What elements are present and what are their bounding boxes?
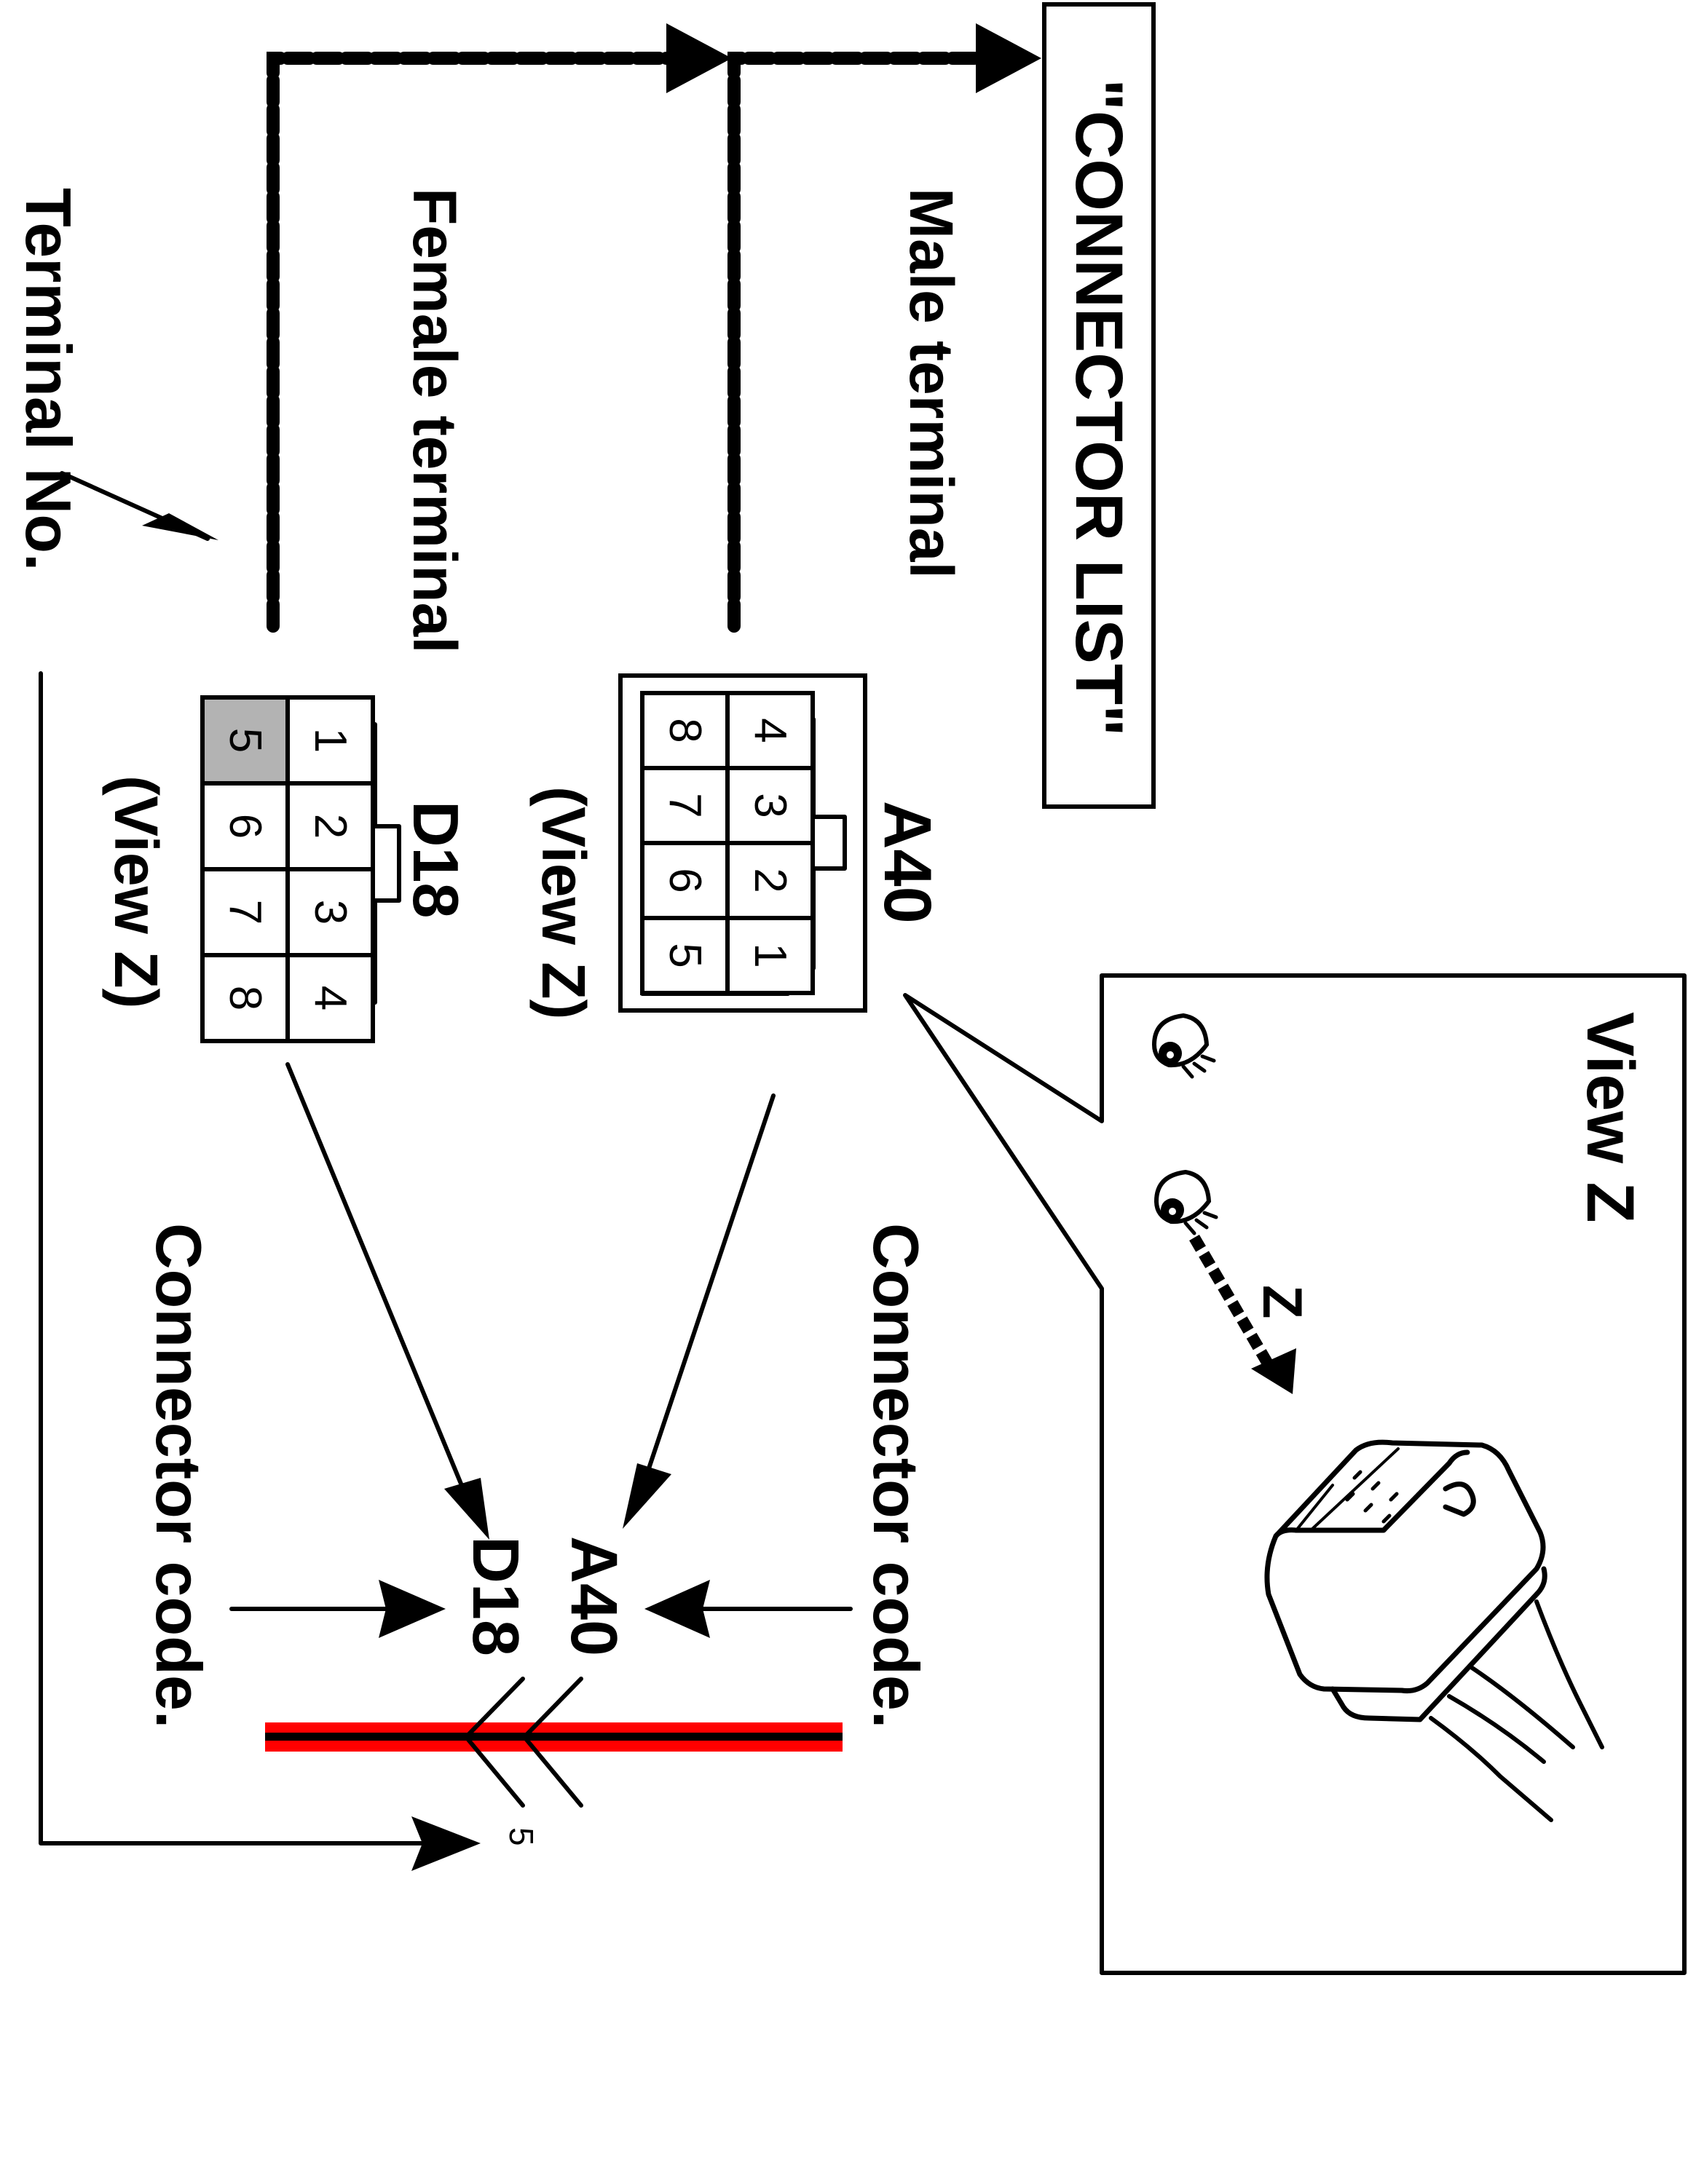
a40-junction-chevron [522, 1677, 583, 1808]
d18-terminal-number: 3 [305, 900, 355, 925]
terminal-no-route-line [39, 671, 439, 1845]
terminal-no-route-arrowhead [411, 1816, 481, 1871]
male-leader-line [727, 52, 1015, 633]
connector-list-frame [1042, 2, 1156, 809]
a40-to-code-arrowhead [623, 1463, 671, 1529]
wire-terminal-no: 5 [502, 1827, 540, 1846]
wire-stripe [265, 1733, 843, 1741]
connector-code-label-right: Connector code. [860, 1223, 932, 1728]
male-terminal-label: Male terminal [897, 188, 966, 579]
a40-terminal-number: 2 [745, 868, 795, 893]
d18-to-code-arrow [285, 1062, 468, 1498]
d18-cavity-6[interactable] [200, 781, 290, 871]
a40-cavity-3[interactable] [725, 766, 815, 845]
leader-lines [267, 23, 1041, 633]
a40-cavity-1[interactable] [725, 916, 815, 995]
a40-terminal-number: 1 [745, 943, 795, 968]
code-pointer-right-arrowhead [644, 1580, 710, 1638]
male-leader-arrowhead [976, 23, 1041, 93]
terminal-no-label: Terminal No. [12, 188, 84, 571]
a40-to-code-arrow [646, 1093, 776, 1473]
terminal-no-arrowhead [142, 513, 218, 540]
male-connector-code: A40 [870, 801, 944, 924]
female-connector-d18[interactable]: 1 2 3 4 5 6 7 8 (View Z) [102, 695, 401, 1043]
female-leader-arrowhead [666, 23, 732, 93]
d18-cavity-5[interactable] [200, 695, 290, 786]
view-direction-arrow [1189, 1234, 1276, 1372]
a40-cavity-5[interactable] [640, 916, 730, 995]
connector-illustration [1264, 1439, 1604, 1822]
male-connector-a40[interactable]: 4 3 2 1 8 7 6 5 (View Z) A40 [529, 673, 944, 1020]
d18-terminal-number: 5 [220, 728, 270, 753]
connector-code-label-left: Connector code. [143, 1223, 215, 1728]
connector-list-label: "CONNECTOR LIST" [1062, 79, 1136, 736]
d18-cavity-8[interactable] [200, 953, 290, 1043]
d18-terminal-number: 4 [305, 986, 355, 1010]
d18-cavity-2[interactable] [285, 781, 375, 871]
wire-code-d18: D18 [459, 1536, 532, 1656]
d18-terminal-number: 1 [305, 728, 355, 753]
a40-cavity-6[interactable] [640, 841, 730, 920]
a40-view-label: (View Z) [529, 786, 598, 1020]
a40-cavity-7[interactable] [640, 766, 730, 845]
code-pointer-left-arrowhead [379, 1580, 446, 1638]
view-z-arrow-label: Z [1251, 1285, 1313, 1318]
a40-terminal-number: 3 [745, 793, 795, 818]
view-direction-arrowhead [1251, 1348, 1296, 1394]
d18-view-label: (View Z) [102, 775, 170, 1009]
a40-terminal-number: 7 [660, 793, 710, 818]
wire-code-a40: A40 [557, 1536, 630, 1656]
a40-terminal-number: 6 [660, 868, 710, 893]
connector-list-box[interactable]: "CONNECTOR LIST" [1042, 2, 1156, 809]
d18-terminal-number: 7 [220, 900, 270, 925]
female-terminal-label: Female terminal [401, 188, 469, 654]
eye-icon [1153, 1169, 1218, 1235]
view-z-callout-frame [903, 973, 1687, 1975]
a40-terminal-number: 8 [660, 718, 710, 743]
view-z-title: View Z [1573, 1012, 1647, 1223]
d18-to-code-arrowhead [444, 1478, 489, 1540]
view-z-panel: View Z Z [903, 973, 1687, 1975]
d18-cavity-7[interactable] [200, 867, 290, 957]
female-connector-code: D18 [400, 801, 472, 918]
wire[interactable] [265, 1722, 843, 1752]
a40-terminal-number: 4 [745, 718, 795, 743]
d18-terminal-number: 8 [220, 986, 270, 1010]
female-leader-line [267, 52, 706, 633]
eye-icon [1151, 1013, 1216, 1079]
d18-junction-chevron [464, 1677, 525, 1808]
a40-cavity-8[interactable] [640, 691, 730, 770]
d18-terminal-number: 6 [220, 814, 270, 839]
d18-terminal-number: 2 [305, 814, 355, 839]
a40-terminal-number: 5 [660, 943, 710, 968]
